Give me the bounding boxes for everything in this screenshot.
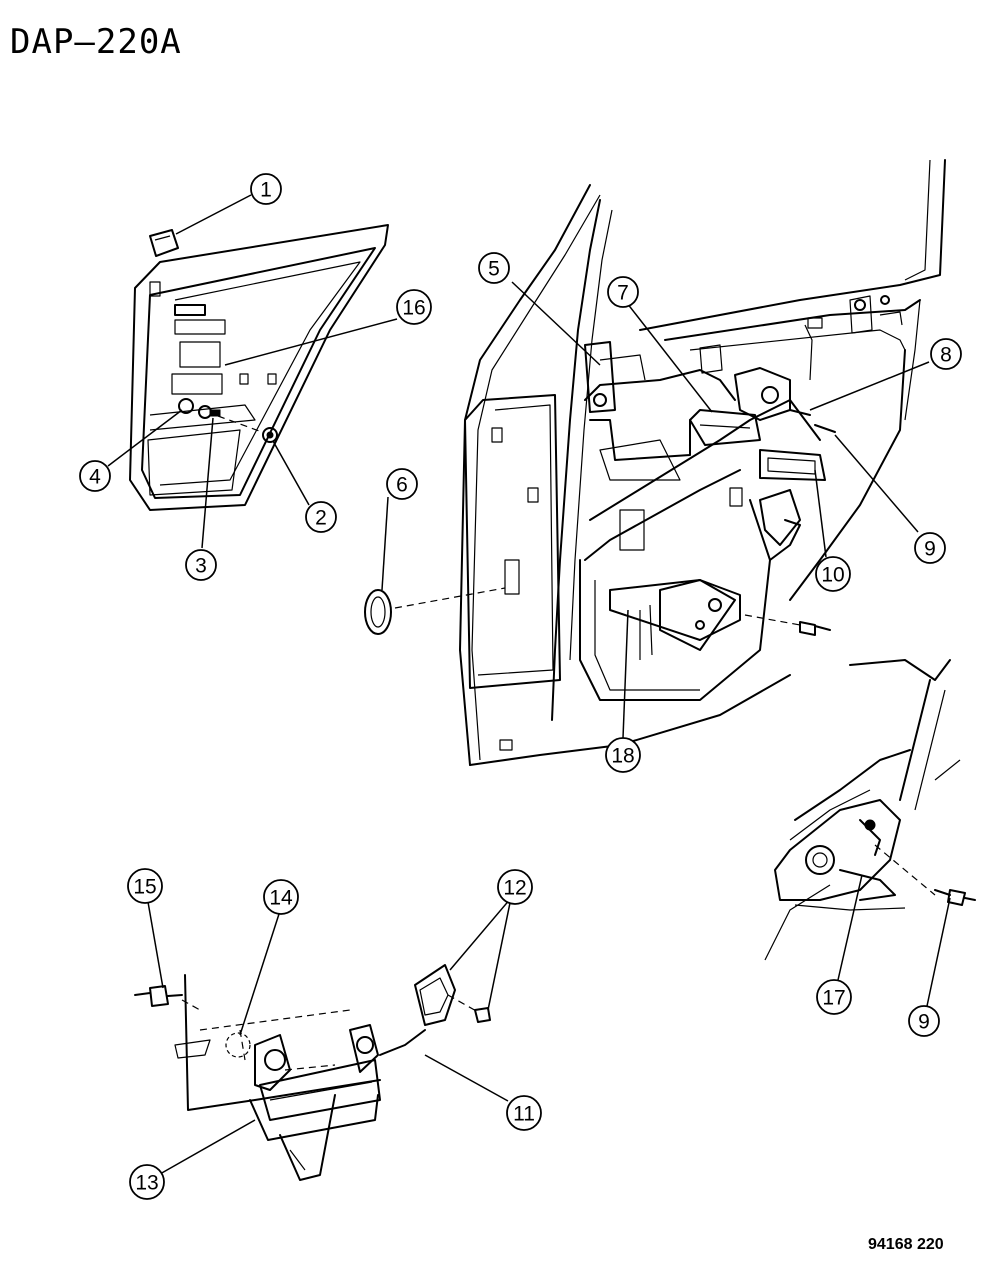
callout-6: 6 (386, 468, 418, 500)
callout-4: 4 (79, 460, 111, 492)
callout-17: 17 (816, 979, 852, 1015)
figure-number: 94168 220 (868, 1236, 944, 1253)
callout-10: 10 (815, 556, 851, 592)
callout-3: 3 (185, 549, 217, 581)
callout-12: 12 (497, 869, 533, 905)
callout-5: 5 (478, 252, 510, 284)
callout-16: 16 (396, 289, 432, 325)
callout-label: 6 (396, 474, 408, 497)
callout-label: 14 (269, 887, 293, 910)
callout-label: 9 (924, 538, 936, 561)
callout-2: 2 (305, 501, 337, 533)
callout-label: 10 (821, 564, 844, 587)
callout-13: 13 (129, 1164, 165, 1200)
callout-8: 8 (930, 338, 962, 370)
callout-label: 12 (503, 877, 526, 900)
callout-9-lower: 9 (908, 1005, 940, 1037)
callout-label: 17 (822, 987, 845, 1010)
callout-label: 4 (89, 466, 101, 489)
callout-label: 7 (617, 282, 629, 305)
callout-label: 2 (315, 507, 327, 530)
fastener-parts-2-3-4 (178, 398, 278, 443)
callout-label: 8 (940, 344, 952, 367)
callout-1: 1 (250, 173, 282, 205)
callout-label: 11 (513, 1103, 535, 1126)
callout-label: 1 (260, 179, 272, 202)
callout-18: 18 (605, 737, 641, 773)
callout-label: 16 (402, 297, 425, 320)
callout-label: 13 (135, 1172, 158, 1195)
callout-label: 15 (133, 876, 156, 899)
door-inner-panel (459, 159, 946, 766)
diagram-title: DAP–220A (10, 22, 182, 62)
callout-11: 11 (506, 1095, 542, 1131)
callout-label: 9 (918, 1011, 930, 1034)
callout-label: 3 (195, 555, 207, 578)
callout-15: 15 (127, 868, 163, 904)
latch-striker-detail (764, 659, 976, 961)
door-hinge-assembly (134, 964, 491, 1181)
leader-lines (107, 194, 951, 1175)
grommet-part-6 (364, 587, 506, 635)
callout-7: 7 (607, 276, 639, 308)
callout-label: 5 (488, 258, 500, 281)
clip-part-1 (149, 229, 179, 257)
door-trim-panel (129, 224, 389, 511)
callout-label: 18 (611, 745, 634, 768)
callout-9-upper: 9 (914, 532, 946, 564)
callout-14: 14 (263, 879, 299, 915)
